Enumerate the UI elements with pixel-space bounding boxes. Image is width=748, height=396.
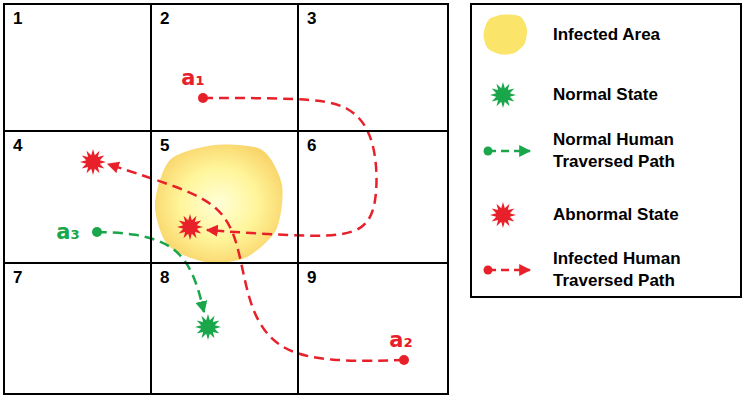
traversed-path bbox=[203, 98, 377, 236]
legend-dot bbox=[484, 266, 493, 275]
grid-cell: 6 bbox=[297, 130, 449, 264]
grid-cell: 3 bbox=[297, 3, 449, 132]
agent-label: a₃ bbox=[56, 220, 79, 244]
grid-cell: 9 bbox=[297, 262, 449, 395]
cell-number: 8 bbox=[160, 268, 169, 287]
cell-number: 1 bbox=[13, 9, 22, 28]
legend-swatch bbox=[484, 14, 527, 54]
cell-number: 2 bbox=[160, 9, 169, 28]
legend-path-sample bbox=[488, 269, 530, 272]
legend-text: Normal State bbox=[553, 84, 731, 106]
cell-number: 7 bbox=[13, 268, 22, 287]
agent-label: a₂ bbox=[389, 328, 412, 352]
legend-star bbox=[490, 202, 516, 228]
cell-number: 3 bbox=[307, 9, 316, 28]
legend-dot bbox=[484, 147, 493, 156]
legend-text: Infected Area bbox=[553, 24, 731, 46]
cell-number: 5 bbox=[160, 136, 169, 155]
grid-cell: 1 bbox=[3, 3, 152, 132]
legend-text: Infected Human Traversed Path bbox=[553, 248, 731, 292]
normal-state-star bbox=[195, 314, 221, 340]
legend-path-sample bbox=[488, 150, 530, 153]
grid-cell: 5 bbox=[150, 130, 299, 264]
legend-text: Normal Human Traversed Path bbox=[553, 129, 731, 173]
legend-text: Abnormal State bbox=[553, 204, 731, 226]
grid-cell: 8 bbox=[150, 262, 299, 395]
cell-number: 6 bbox=[307, 136, 316, 155]
agent-label: a₁ bbox=[181, 66, 204, 90]
infected-area bbox=[155, 144, 283, 262]
cell-number: 4 bbox=[13, 136, 22, 155]
cell-number: 9 bbox=[307, 268, 316, 287]
grid-cell: 2 bbox=[150, 3, 299, 132]
agent-dot bbox=[198, 93, 208, 103]
grid-cell: 7 bbox=[3, 262, 152, 395]
abnormal-state-star bbox=[177, 214, 203, 240]
agent-dot bbox=[92, 227, 102, 237]
illustration-main bbox=[80, 14, 530, 365]
abnormal-state-star bbox=[80, 149, 106, 175]
legend-star bbox=[490, 82, 516, 108]
agent-dot bbox=[399, 355, 409, 365]
